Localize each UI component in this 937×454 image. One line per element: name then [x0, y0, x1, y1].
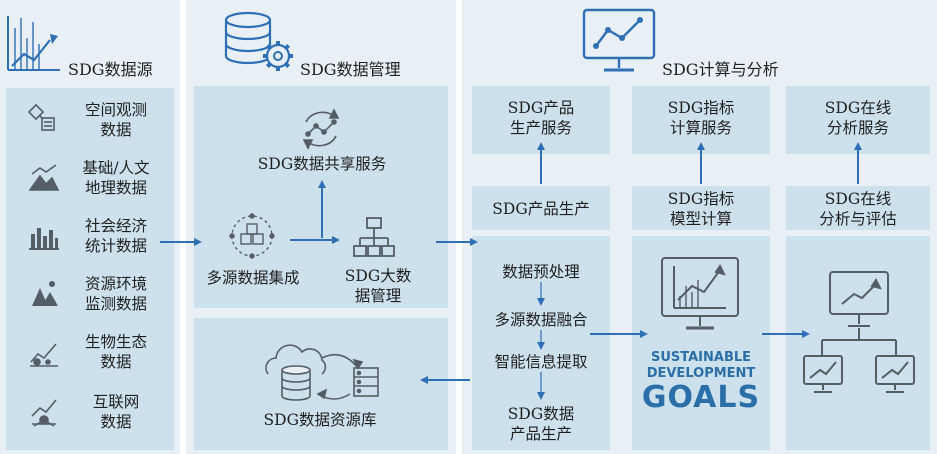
indicator-model-label: SDG指标 模型计算 [667, 190, 735, 228]
source-label: 基础/人文 地理数据 [82, 159, 150, 197]
big-data-label: SDG大数 据管理 [344, 267, 412, 305]
indicator-service-label: SDG指标 计算服务 [667, 99, 735, 137]
rising-chart-icon [6, 14, 62, 76]
satellite-icon [27, 103, 60, 140]
online-eval-label: SDG在线 分析与评估 [819, 190, 897, 228]
source-item-environment: 资源环境 监测数据 [22, 270, 172, 320]
step-fusion: 多源数据融合 [494, 311, 588, 329]
sources-title: SDG数据源 [68, 60, 153, 79]
source-label: 空间观测 数据 [84, 101, 147, 139]
online-service-label: SDG在线 分析服务 [824, 99, 892, 137]
product-service-label: SDG产品 生产服务 [507, 99, 575, 137]
source-label: 社会经济 统计数据 [84, 217, 147, 255]
management-title: SDG数据管理 [300, 60, 401, 79]
source-item-spatial: 空间观测 数据 [22, 96, 172, 146]
sdg-goals-box [632, 236, 770, 450]
monitor-network-icon [800, 270, 918, 404]
analysis-title: SDG计算与分析 [662, 60, 779, 79]
cubes-network-icon [228, 212, 276, 264]
source-item-ecology: 生物生态 数据 [22, 328, 172, 378]
step-preprocess: 数据预处理 [502, 263, 580, 281]
mountain-chart-icon [28, 162, 60, 198]
indicator-model-box [632, 186, 770, 230]
sdg-logo-line-2: DEVELOPMENT [646, 366, 756, 381]
source-item-socioeconomic: 社会经济 统计数据 [22, 212, 172, 262]
share-cycle-icon [298, 108, 344, 154]
sources-list [6, 88, 174, 450]
integration-label: 多源数据集成 [206, 269, 300, 287]
hierarchy-icon [352, 216, 396, 262]
network-icon [28, 396, 60, 432]
source-label: 生物生态 数据 [84, 333, 147, 371]
repository-label: SDG数据资源库 [263, 411, 377, 429]
share-service-label: SDG数据共享服务 [257, 155, 387, 173]
sdg-logo-line-1: SUSTAINABLE [650, 350, 752, 365]
monitor-chart-icon [582, 8, 656, 78]
product-production-label: SDG产品生产 [492, 200, 590, 218]
database-gear-icon [222, 10, 298, 80]
source-label: 互联网 数据 [92, 393, 140, 431]
sdg-logo-line-3: GOALS [641, 380, 761, 415]
step-product: SDG数据 产品生产 [507, 405, 575, 443]
source-label: 资源环境 监测数据 [84, 275, 147, 313]
online-eval-box [786, 186, 930, 230]
step-extraction: 智能信息提取 [494, 353, 588, 371]
forest-icon [28, 278, 60, 314]
sources-panel: SDG数据源 空间观测 数据 基础/人文 地理数据 [0, 0, 180, 454]
management-lower-box [194, 318, 448, 450]
monitor-growth-icon [660, 256, 740, 336]
city-bar-icon [28, 220, 60, 256]
cloud-database-icon [258, 338, 384, 410]
source-item-geography: 基础/人文 地理数据 [22, 154, 172, 204]
source-item-internet: 互联网 数据 [22, 388, 172, 438]
product-production-box [472, 186, 610, 230]
ecology-icon [28, 336, 60, 372]
